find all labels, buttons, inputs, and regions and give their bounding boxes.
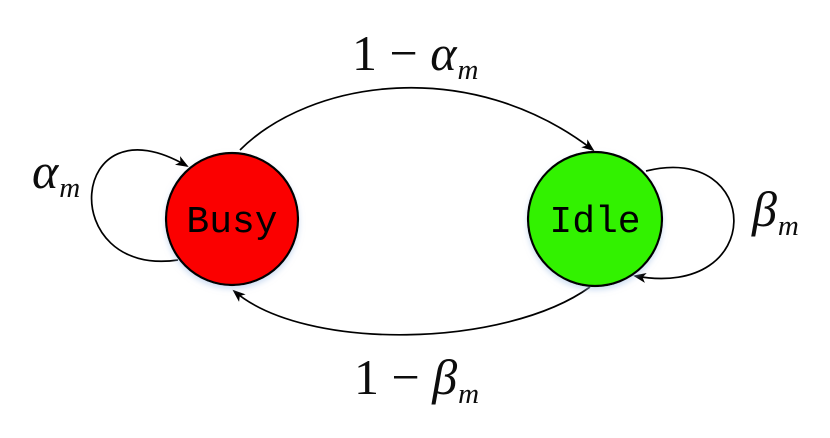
label-prefix: 1 −	[352, 25, 431, 81]
label-idle-self-probability: βm	[752, 184, 799, 241]
label-subscript: m	[458, 378, 480, 411]
label-symbol: α	[32, 143, 59, 199]
state-idle-label: Idle	[549, 201, 640, 244]
label-symbol: β	[752, 181, 777, 237]
label-subscript: m	[457, 54, 479, 87]
label-subscript: m	[59, 172, 81, 205]
state-busy: Busy	[164, 151, 300, 287]
label-idle-to-busy-probability: 1 − βm	[354, 352, 479, 409]
state-busy-label: Busy	[186, 201, 277, 244]
label-busy-self-probability: αm	[32, 146, 80, 203]
label-symbol: β	[432, 349, 458, 405]
state-idle-circle	[526, 150, 664, 288]
state-busy-circle	[164, 151, 300, 287]
label-symbol: α	[430, 25, 457, 81]
idle-self-loop-arrow	[633, 166, 735, 283]
busy-to-idle-arrow	[239, 86, 595, 152]
label-prefix: 1 −	[354, 349, 433, 405]
state-idle: Idle	[526, 150, 664, 288]
label-busy-to-idle-probability: 1 − αm	[352, 28, 478, 85]
busy-self-loop-arrow	[90, 149, 189, 263]
label-subscript: m	[777, 210, 799, 243]
idle-to-busy-arrow	[232, 286, 591, 336]
